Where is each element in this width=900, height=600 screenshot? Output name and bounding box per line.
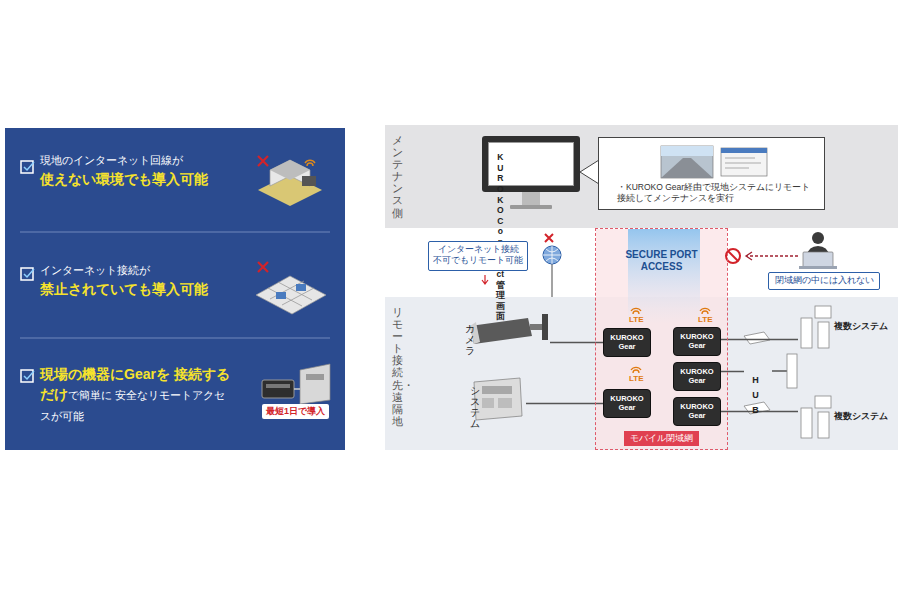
- node-text: メンテナンス側: [392, 134, 403, 219]
- node-text: KUROKO Connect 管理画面: [496, 152, 505, 322]
- server-group: 複数システム: [798, 390, 894, 442]
- system-device: システム: [470, 376, 526, 434]
- camera-device: カメラ: [465, 314, 550, 364]
- node-text: モバイル閉域網: [624, 431, 699, 446]
- signal-label: LTE: [629, 374, 644, 383]
- node-text: リモート接続先・遠隔地: [392, 306, 403, 427]
- node-text: HUB: [751, 373, 760, 418]
- connector-line: [721, 411, 798, 413]
- node-text: KUROKO Gear: [606, 395, 648, 412]
- node-text: 現地のインターネット回線が: [40, 152, 250, 169]
- feature-row: インターネット接続が禁止されていても導入可能: [40, 262, 250, 322]
- monitor-screen: KUROKO Connect 管理画面: [488, 142, 574, 186]
- switch-icons: [744, 332, 770, 414]
- gear-device: KUROKO Gear: [603, 328, 651, 357]
- gear-device: KUROKO Gear: [673, 327, 721, 356]
- node-text: SECURE PORT ACCESS: [616, 249, 708, 273]
- closed-network: SECURE PORT ACCESSモバイル閉域網KUROKO GearKURO…: [595, 228, 728, 450]
- screenshot-art: [599, 138, 826, 182]
- divider: [20, 232, 330, 233]
- note-bubble: インターネット接続 不可でもリモート可能: [428, 241, 528, 271]
- callout-box: ・KUROKO Gear経由で現地システムにリモート接続してメンテナンスを実行: [598, 137, 825, 210]
- checkbox-icons: [21, 161, 34, 382]
- node-text: KUROKO Gear: [676, 403, 718, 420]
- connector-line: [721, 371, 744, 373]
- divider: [20, 338, 330, 339]
- gear-install-icon: [262, 364, 330, 404]
- person-icon: [726, 232, 837, 269]
- node-text: KUROKO Gear: [606, 334, 648, 351]
- server-group: 複数システム: [798, 300, 894, 352]
- maintenance-band: メンテナンス側 KUROKO Connect 管理画面・KUROKO Gear経由…: [385, 125, 898, 228]
- node-text: 使えない環境でも導入可能: [40, 169, 250, 189]
- signal-label: LTE: [629, 315, 644, 324]
- node-text: システム: [470, 385, 480, 434]
- node-text: 閉域網の中には入れない: [773, 275, 875, 286]
- node-text: で簡単に 安全なリモートアクセスが可能: [40, 389, 225, 422]
- node-text: KUROKO Gear: [676, 333, 718, 350]
- building-icon: [258, 156, 322, 206]
- floor-icon: [256, 262, 326, 314]
- closed-network-ground: [596, 229, 727, 449]
- control-panel-icon: [474, 378, 522, 420]
- server-icons: [772, 306, 831, 438]
- node-text: KUROKO Gear: [676, 368, 718, 385]
- maintenance-band-ground: [385, 125, 898, 228]
- node-text: 複数システム: [834, 412, 843, 422]
- node-text: 禁止されていても導入可能: [40, 279, 250, 299]
- access-beam: [628, 229, 700, 324]
- signal-label: LTE: [698, 315, 713, 324]
- feature-row: 現場の機器にGearを 接続するだけで簡単に 安全なリモートアクセスが可能: [40, 364, 235, 434]
- connector-line: [721, 339, 798, 341]
- camera-icon: [470, 314, 548, 344]
- left-panel: [5, 128, 345, 450]
- node-text: インターネット接続が: [40, 262, 250, 279]
- feature-row: 現地のインターネット回線が使えない環境でも導入可能: [40, 152, 250, 212]
- connector-line: [526, 403, 603, 405]
- node-text: 複数システム: [834, 322, 843, 332]
- node-text: ・KUROKO Gear経由で現地システムにリモート接続してメンテナンスを実行: [617, 182, 817, 204]
- node-text: カメラ: [465, 323, 475, 364]
- note-bubble: 閉域網の中には入れない: [768, 272, 880, 290]
- hub-label: HUB: [744, 364, 772, 379]
- node-text: インターネット接続 不可でもリモート可能: [433, 244, 523, 266]
- gear-device: KUROKO Gear: [673, 397, 721, 426]
- gear-device: KUROKO Gear: [673, 362, 721, 391]
- gear-device: KUROKO Gear: [603, 389, 651, 418]
- badge: 最短1日で導入: [262, 404, 329, 419]
